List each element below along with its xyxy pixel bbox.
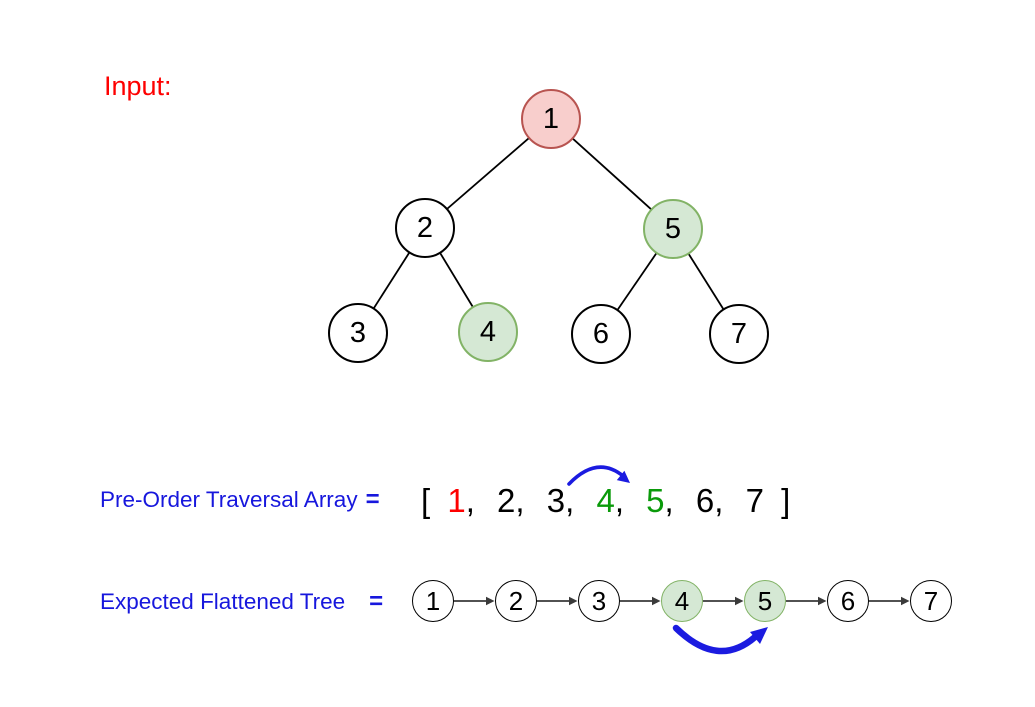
- list-node-2: 2: [495, 580, 537, 622]
- tree-node-7: 7: [709, 304, 769, 364]
- array-comma: ,: [465, 482, 475, 519]
- array-item-2: 2: [497, 482, 516, 519]
- list-arrowhead-6-7-icon: [901, 596, 910, 606]
- input-label: Input:: [104, 71, 172, 101]
- array-item-1: 1: [447, 482, 466, 519]
- array-item-4: 4: [596, 482, 615, 519]
- tree-node-1: 1: [521, 89, 581, 149]
- list-node-5: 5: [744, 580, 786, 622]
- list-node-7: 7: [910, 580, 952, 622]
- list-swap-arrowhead-icon: [750, 627, 768, 644]
- array-comma: ,: [515, 482, 525, 519]
- preorder-label: Pre-Order Traversal Array: [100, 487, 358, 512]
- array-item-6: 6: [695, 482, 715, 519]
- preorder-equals-sign: =: [365, 486, 380, 513]
- array-swap-arrow-curve: [567, 465, 625, 486]
- preorder-row: Pre-Order Traversal Array =: [100, 486, 380, 513]
- list-swap-arrow-curve: [672, 624, 759, 655]
- tree-node-3: 3: [328, 303, 388, 363]
- array-open-bracket: [: [421, 482, 431, 519]
- list-arrowhead-1-2-icon: [486, 596, 495, 606]
- array-close-bracket: ]: [781, 482, 791, 519]
- list-node-3: 3: [578, 580, 620, 622]
- tree-node-4: 4: [458, 302, 518, 362]
- array-comma: ,: [565, 482, 575, 519]
- list-swap-arrow-icon: [672, 624, 768, 655]
- list-arrowhead-5-6-icon: [818, 596, 827, 606]
- flattened-label: Expected Flattened Tree: [100, 589, 346, 614]
- tree-node-2: 2: [395, 198, 455, 258]
- array-comma: ,: [714, 482, 724, 519]
- list-arrowhead-2-3-icon: [569, 596, 578, 606]
- list-node-6: 6: [827, 580, 869, 622]
- array-comma: ,: [614, 482, 624, 519]
- array-swap-arrowhead-icon: [616, 470, 630, 483]
- array-comma: ,: [664, 482, 674, 519]
- list-node-4: 4: [661, 580, 703, 622]
- list-arrowhead-4-5-icon: [735, 596, 744, 606]
- preorder-array: [ 1, 2, 3, 4, 5, 6, 7 ]: [421, 484, 790, 517]
- list-node-1: 1: [412, 580, 454, 622]
- tree-node-5: 5: [643, 199, 703, 259]
- flattened-row: Expected Flattened Tree =: [100, 588, 384, 615]
- array-swap-arrow-icon: [567, 465, 630, 486]
- list-arrowhead-3-4-icon: [652, 596, 661, 606]
- array-item-5: 5: [646, 482, 665, 519]
- flattened-equals-sign: =: [369, 588, 384, 615]
- tree-node-6: 6: [571, 304, 631, 364]
- array-item-7: 7: [745, 482, 764, 519]
- list-link-arrows: [454, 596, 910, 606]
- array-item-3: 3: [546, 482, 566, 519]
